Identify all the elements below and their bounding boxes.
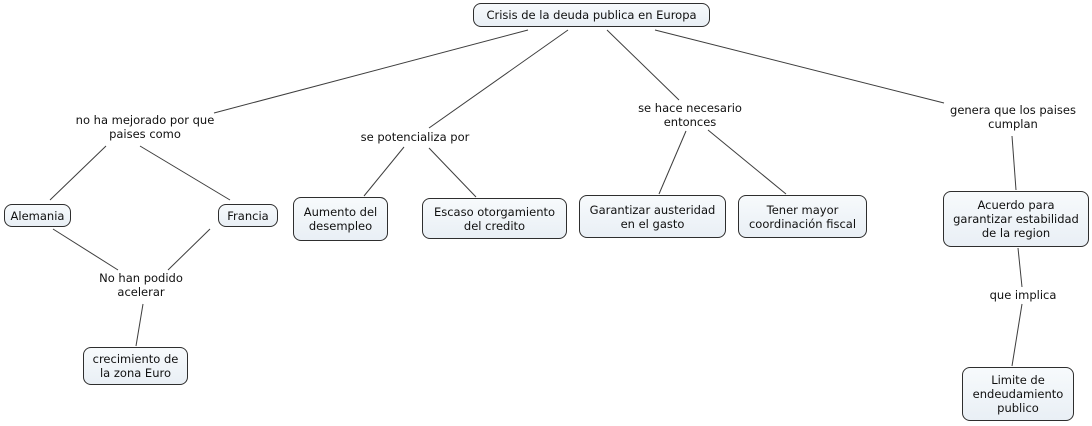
linking-phrase-se-hace-necesario[interactable]: se hace necesario entonces: [638, 101, 742, 129]
linking-phrase-se-potencializa-por[interactable]: se potencializa por: [360, 130, 470, 144]
edge-necesario-to-tener: [707, 129, 787, 195]
node-limite-endeudamiento-publico[interactable]: Limite de endeudamiento publico: [962, 367, 1074, 421]
node-crisis-deuda-publica[interactable]: Crisis de la deuda publica en Europa: [473, 3, 710, 27]
edge-necesario-to-garantizar: [658, 130, 687, 195]
linking-phrase-no-ha-mejorado[interactable]: no ha mejorado por que paises como: [75, 113, 215, 141]
edge-crisis-to-potencializa: [428, 29, 569, 129]
node-garantizar-austeridad-gasto[interactable]: Garantizar austeridad en el gasto: [579, 195, 726, 238]
edge-mejorado-to-francia: [139, 145, 231, 201]
edge-crisis-to-necesario: [606, 29, 680, 101]
linking-phrase-que-implica[interactable]: que implica: [989, 288, 1057, 302]
edge-crisis-to-mejorado: [213, 29, 529, 114]
node-crecimiento-zona-euro[interactable]: crecimiento de la zona Euro: [83, 347, 188, 385]
edge-implica-to-limite: [1011, 303, 1023, 367]
node-francia[interactable]: Francia: [218, 204, 278, 227]
edge-potencializa-to-escaso: [428, 147, 477, 198]
edge-mejorado-to-alemania: [49, 145, 107, 201]
edge-alemania-to-nohan: [52, 228, 119, 271]
edge-francia-to-nohan: [167, 228, 211, 271]
edge-genera-to-acuerdo: [1011, 135, 1017, 191]
node-alemania[interactable]: Alemania: [4, 204, 71, 227]
edge-nohan-to-crecimiento: [135, 303, 144, 347]
linking-phrase-no-han-podido-acelerar[interactable]: No han podido acelerar: [99, 271, 183, 299]
node-aumento-desempleo[interactable]: Aumento del desempleo: [293, 197, 388, 241]
edge-crisis-to-genera: [654, 29, 945, 104]
node-acuerdo-estabilidad-region[interactable]: Acuerdo para garantizar estabilidad de l…: [943, 191, 1089, 247]
edge-acuerdo-to-implica: [1017, 247, 1023, 288]
linking-phrase-genera-que-cumplan[interactable]: genera que los paises cumplan: [950, 103, 1076, 131]
node-escaso-otorgamiento-credito[interactable]: Escaso otorgamiento del credito: [422, 198, 567, 239]
node-tener-mayor-coordinacion-fiscal[interactable]: Tener mayor coordinación fiscal: [738, 195, 867, 238]
edge-potencializa-to-aumento: [363, 146, 405, 197]
